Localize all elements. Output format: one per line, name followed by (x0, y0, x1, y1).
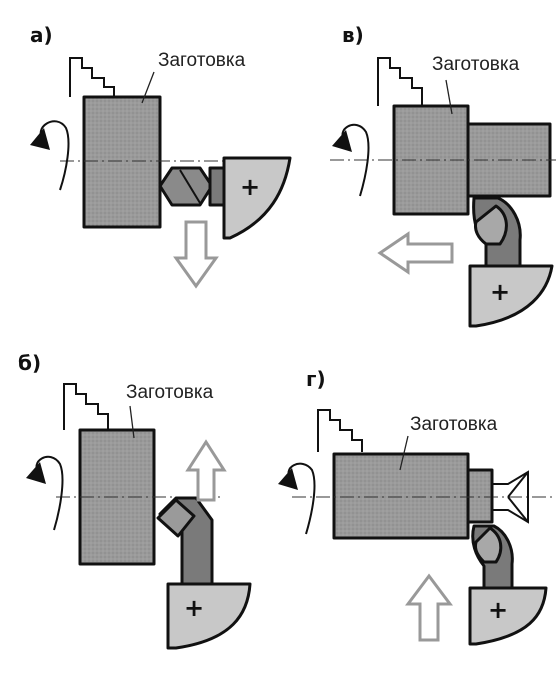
workpiece-label-g: Заготовка (410, 414, 498, 435)
chuck-steps-icon (63, 383, 109, 430)
panel-a: а) Заготовка + (30, 23, 292, 289)
chuck-steps-icon (377, 57, 423, 106)
panel-label-g: г) (306, 367, 326, 391)
tool-holder (222, 156, 292, 240)
chuck-steps-icon (69, 57, 115, 97)
feed-arrow-down-icon (173, 220, 219, 289)
workpiece (82, 95, 162, 229)
rotation-arrow-icon (26, 455, 64, 531)
feed-arrow-left-icon (377, 231, 454, 275)
panel-g: г) Заготовка + (278, 367, 556, 646)
tool-plus-mark: + (240, 173, 260, 201)
workpiece-label-v: Заготовка (432, 54, 520, 75)
panel-label-a: а) (30, 23, 53, 47)
cutting-insert (474, 526, 503, 564)
panel-v: в) Заготовка + (330, 23, 556, 328)
cutting-insert (158, 166, 214, 207)
chuck-steps-icon (317, 409, 363, 452)
workpiece-label-a: Заготовка (158, 50, 246, 71)
panel-label-b: б) (18, 351, 41, 375)
cutting-insert (474, 204, 508, 246)
panel-b: б) Заготовка + (18, 351, 252, 650)
workpiece-neck (466, 468, 494, 524)
feed-arrow-up-icon (405, 573, 453, 642)
leader-line (445, 79, 453, 115)
tool-plus-mark: + (488, 596, 508, 624)
feed-arrow-up-icon (185, 439, 227, 502)
tool-plus-mark: + (184, 594, 204, 622)
leader-line (141, 71, 155, 104)
tool-holder (468, 264, 554, 328)
leader-line (399, 435, 409, 471)
rotation-arrow-icon (30, 120, 70, 191)
tool-holder (468, 586, 548, 646)
leader-line (129, 405, 135, 439)
rotation-arrow-icon (278, 462, 316, 535)
cutting-insert (156, 498, 196, 538)
panel-label-v: в) (342, 23, 364, 47)
tool-holder (166, 582, 252, 650)
rotation-arrow-icon (332, 123, 370, 197)
workpiece-label-b: Заготовка (126, 382, 214, 403)
tool-plus-mark: + (490, 278, 510, 306)
